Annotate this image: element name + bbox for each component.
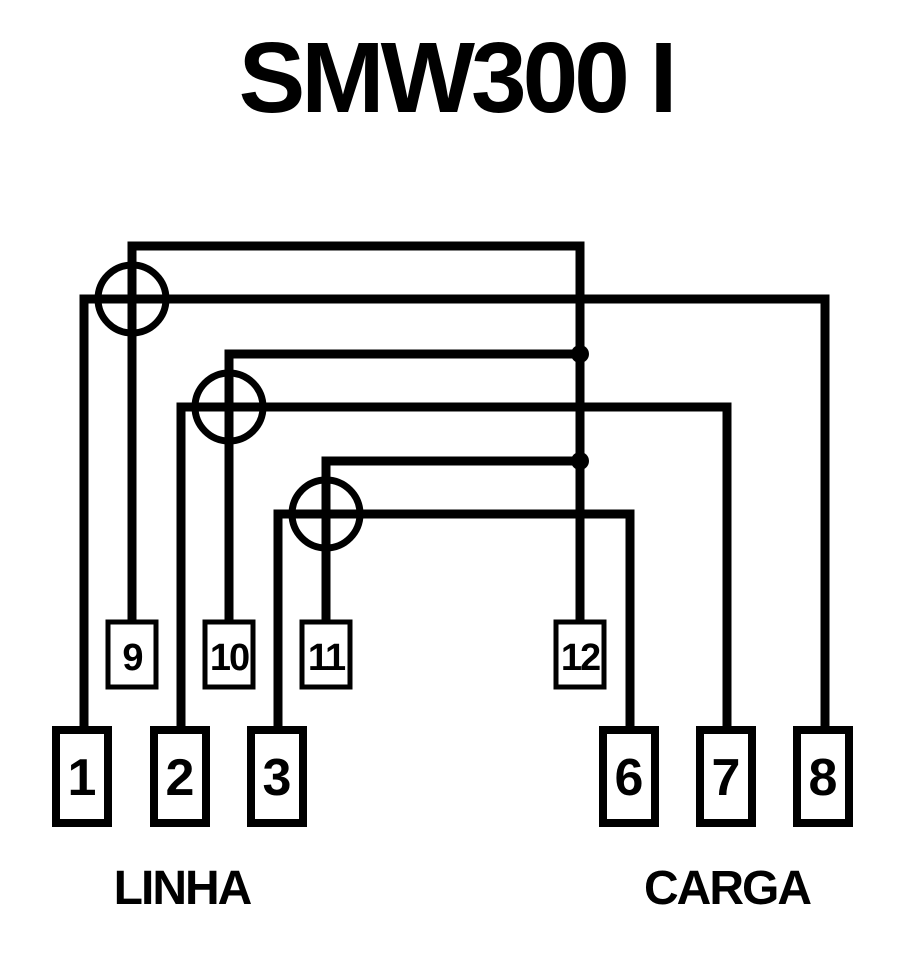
main-terminal-6: 6 xyxy=(599,726,659,827)
current-path-phase-2 xyxy=(176,402,732,735)
main-terminal-8: 8 xyxy=(793,726,853,827)
diagram-title: SMW300 I xyxy=(238,22,678,134)
voltage-terminal-10: 10 xyxy=(202,619,256,690)
terminal-label: 3 xyxy=(263,749,292,807)
terminal-label: 12 xyxy=(561,637,600,679)
current-sensor-symbol-3 xyxy=(288,476,364,552)
terminal-label: 9 xyxy=(122,637,142,679)
main-terminal-3: 3 xyxy=(247,726,307,827)
junction-dot xyxy=(571,452,589,470)
terminal-label: 8 xyxy=(809,749,838,807)
voltage-wire-9 xyxy=(127,241,585,627)
voltage-wire-10 xyxy=(224,349,585,627)
terminal-label: 6 xyxy=(615,749,644,807)
main-terminal-7: 7 xyxy=(696,726,756,827)
terminal-label: 11 xyxy=(308,637,346,679)
voltage-terminal-11: 11 xyxy=(299,619,353,690)
terminal-label: 7 xyxy=(712,749,741,807)
terminal-label: 1 xyxy=(68,749,97,807)
load-side-label: CARGA xyxy=(644,862,811,915)
terminal-label: 10 xyxy=(210,637,249,679)
current-sensor-symbol-2 xyxy=(191,369,267,445)
current-sensor-symbol-1 xyxy=(94,261,170,337)
main-terminal-1: 1 xyxy=(52,726,112,827)
line-side-label: LINHA xyxy=(114,862,252,915)
junction-dot xyxy=(571,345,589,363)
terminal-label: 2 xyxy=(166,749,195,807)
voltage-terminal-9: 9 xyxy=(105,619,159,690)
current-path-phase-1 xyxy=(79,294,830,735)
main-terminal-2: 2 xyxy=(150,726,210,827)
voltage-wire-11 xyxy=(321,456,585,627)
voltage-terminal-12: 12 xyxy=(553,619,607,690)
current-path-phase-3 xyxy=(273,509,635,735)
